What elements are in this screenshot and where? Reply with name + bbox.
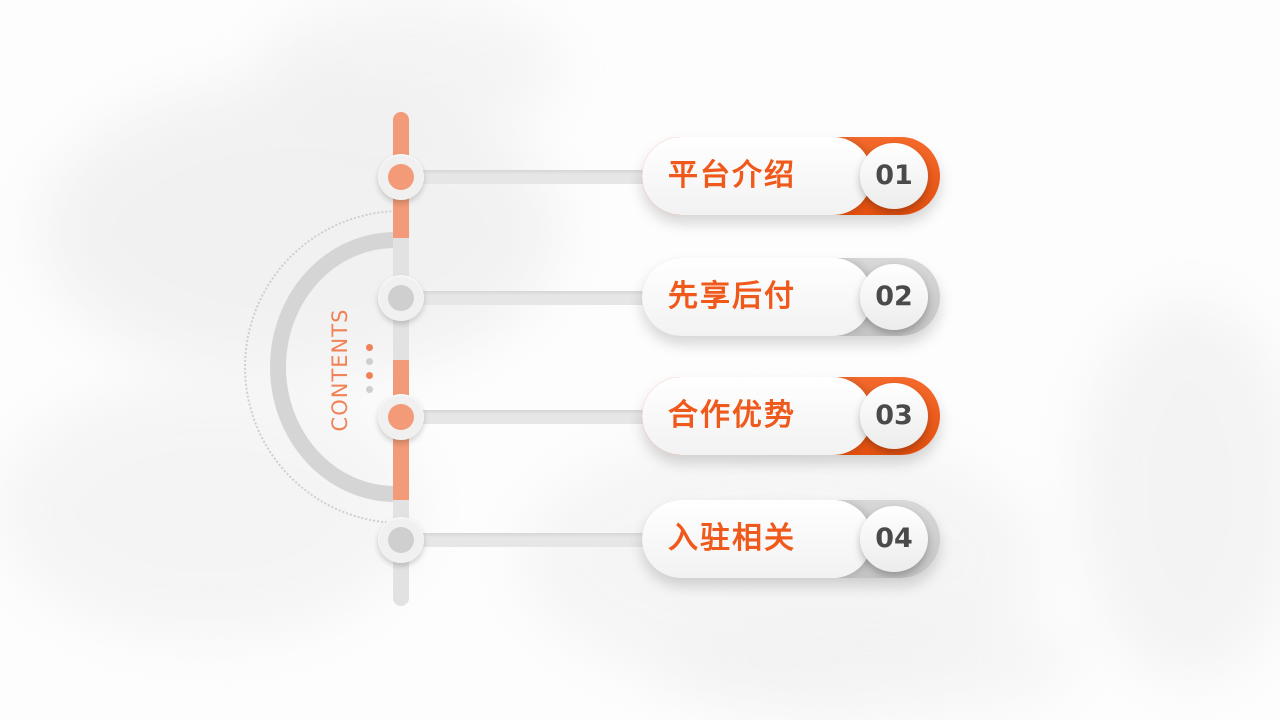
connector-bar xyxy=(420,170,660,184)
pill-label-plate: 合作优势 xyxy=(642,377,872,455)
timeline-node xyxy=(378,517,424,563)
indicator-dot xyxy=(366,344,373,351)
toc-title: 先享后付 xyxy=(668,279,796,314)
indicator-dot xyxy=(366,358,373,365)
node-core xyxy=(388,285,414,311)
connector-bar xyxy=(420,291,660,305)
timeline-node xyxy=(378,394,424,440)
toc-title: 平台介绍 xyxy=(668,158,796,193)
toc-number: 02 xyxy=(860,264,928,330)
toc-title: 合作优势 xyxy=(668,398,796,433)
toc-title: 入驻相关 xyxy=(668,521,796,556)
connector-bar xyxy=(420,533,660,547)
toc-item-3[interactable]: 合作优势 03 xyxy=(0,377,1280,457)
toc-pill[interactable]: 入驻相关 04 xyxy=(642,500,940,578)
background-wash xyxy=(260,0,560,140)
node-core xyxy=(388,404,414,430)
background-wash xyxy=(1080,300,1280,680)
toc-pill[interactable]: 合作优势 03 xyxy=(642,377,940,455)
indicator-dot xyxy=(366,372,373,379)
toc-number: 03 xyxy=(860,383,928,449)
timeline-node xyxy=(378,154,424,200)
pill-label-plate: 入驻相关 xyxy=(642,500,872,578)
pill-label-plate: 先享后付 xyxy=(642,258,872,336)
toc-item-1[interactable]: 平台介绍 01 xyxy=(0,137,1280,217)
indicator-dot xyxy=(366,386,373,393)
node-core xyxy=(388,527,414,553)
connector-bar xyxy=(420,410,660,424)
node-core xyxy=(388,164,414,190)
timeline-node xyxy=(378,275,424,321)
toc-pill[interactable]: 平台介绍 01 xyxy=(642,137,940,215)
toc-pill[interactable]: 先享后付 02 xyxy=(642,258,940,336)
toc-item-2[interactable]: 先享后付 02 xyxy=(0,258,1280,338)
toc-number: 04 xyxy=(860,506,928,572)
pill-label-plate: 平台介绍 xyxy=(642,137,872,215)
background-wash xyxy=(660,600,1080,720)
toc-item-4[interactable]: 入驻相关 04 xyxy=(0,500,1280,580)
toc-number: 01 xyxy=(860,143,928,209)
